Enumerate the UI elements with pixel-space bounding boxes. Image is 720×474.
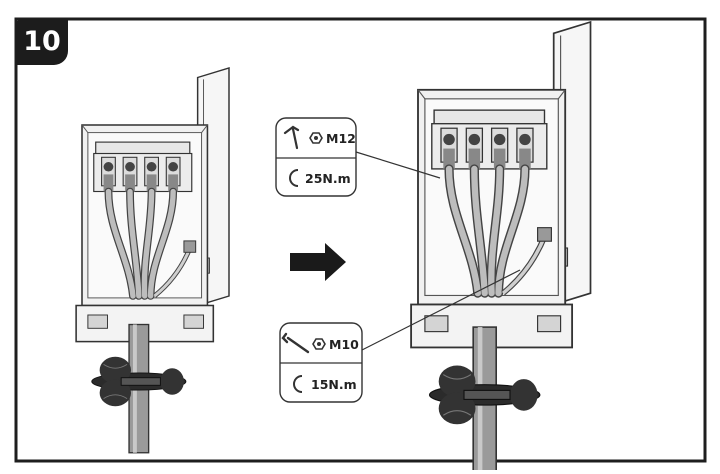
torque-rotate-icon: [289, 169, 299, 187]
torque-value-label: 25N.m: [305, 171, 351, 186]
step-number-badge: 10: [16, 19, 68, 65]
nut-icon: [309, 132, 323, 144]
torque-value-label: 15N.m: [311, 377, 357, 392]
leader-line-m10: [361, 269, 521, 351]
right-arrow-icon: [290, 243, 346, 281]
callout-m12: M12 25N.m: [275, 117, 357, 197]
open-wrench-icon: [281, 332, 310, 354]
socket-wrench-icon: [283, 125, 300, 150]
torque-rotate-icon: [293, 375, 303, 393]
callout-m10: M10 15N.m: [279, 322, 363, 403]
nut-icon: [312, 338, 326, 350]
leader-line-m12: [355, 151, 441, 179]
bolt-size-label: M10: [329, 337, 359, 352]
bolt-size-label: M12: [326, 131, 356, 146]
